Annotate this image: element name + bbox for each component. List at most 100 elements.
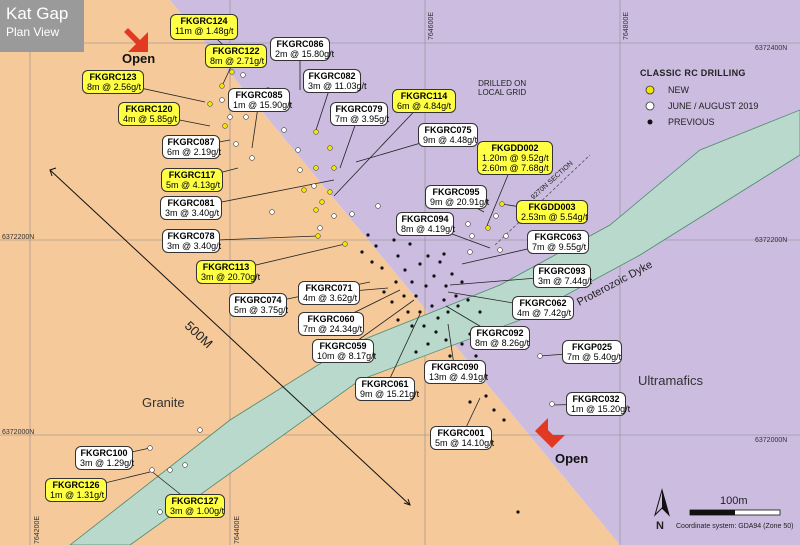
coord-e4: 764800E — [623, 11, 630, 40]
previous-hole — [460, 280, 464, 284]
hole-intercept-2: 2.60m @ 7.68g/t — [482, 163, 549, 173]
previous-hole — [448, 354, 452, 358]
june-august-hole — [493, 213, 499, 219]
previous-hole — [492, 408, 496, 412]
previous-hole — [444, 284, 448, 288]
june-august-hole — [537, 353, 543, 359]
previous-hole — [436, 316, 440, 320]
hole-id: FKGRC075 — [424, 125, 472, 135]
hole-intercept: 3m @ 7.44g/t — [538, 276, 593, 286]
hole-id: FKGRC001 — [437, 428, 485, 438]
previous-hole — [516, 510, 520, 514]
previous-hole — [418, 310, 422, 314]
previous-hole — [474, 354, 478, 358]
hole-intercept: 5m @ 4.13g/t — [166, 180, 221, 190]
hole-intercept: 3m @ 11.03g/t — [308, 81, 367, 91]
ultramafics-label: Ultramafics — [638, 373, 704, 388]
drilled-note: DRILLED ON LOCAL GRID — [478, 79, 526, 97]
june-august-hole — [469, 233, 475, 239]
hole-id: FKGRC079 — [335, 104, 383, 114]
hole-intercept: 2.53m @ 5.54g/t — [521, 212, 588, 222]
scale-bar — [689, 509, 781, 516]
previous-hole — [430, 304, 434, 308]
hole-intercept: 8m @ 2.71g/t — [210, 56, 265, 66]
previous-hole — [380, 266, 384, 270]
hole-id: FKGRC095 — [432, 187, 480, 197]
june-august-hole — [295, 147, 301, 153]
previous-hole — [366, 233, 370, 237]
legend-previous-label: PREVIOUS — [668, 117, 715, 127]
hole-id: FKGRC074 — [234, 295, 282, 305]
hole-intercept: 8m @ 4.19g/t — [401, 224, 456, 234]
hole-id: FKGRC127 — [171, 496, 219, 506]
drill-holes — [147, 69, 555, 515]
hole-id: FKGRC062 — [519, 298, 567, 308]
hole-intercept: 5m @ 14.10g/t — [435, 438, 495, 448]
coord-e2: 764400E — [234, 515, 241, 544]
hole-id: FKGRC120 — [125, 104, 173, 114]
hole-id: FKGRC123 — [89, 72, 137, 82]
previous-hole — [406, 310, 410, 314]
june-august-hole — [167, 467, 173, 473]
june-august-hole — [249, 155, 255, 161]
previous-hole — [370, 260, 374, 264]
hole-intercept: 7m @ 5.40g/t — [567, 352, 622, 362]
previous-hole — [456, 304, 460, 308]
hole-id: FKGRC090 — [431, 362, 479, 372]
open-label-bottom: Open — [555, 451, 589, 466]
june-august-hole — [147, 445, 153, 451]
hole-id: FKGRC081 — [167, 198, 215, 208]
hole-intercept: 1m @ 1.31g/t — [50, 490, 105, 500]
hole-intercept: 4m @ 3.62g/t — [303, 293, 358, 303]
june-august-hole — [331, 213, 337, 219]
previous-hole — [468, 400, 472, 404]
hole-id: FKGRC117 — [168, 170, 216, 180]
hole-intercept: 8m @ 8.26g/t — [475, 338, 530, 348]
coord-n1: 6372400N — [755, 45, 788, 52]
june-august-hole — [269, 209, 275, 215]
hole-id: FKGRC085 — [235, 90, 283, 100]
previous-hole — [408, 242, 412, 246]
coord-e3: 764600E — [428, 11, 435, 40]
coord-n2: 6372200N — [2, 234, 35, 241]
hole-id: FKGRC086 — [276, 39, 324, 49]
legend-new-label: NEW — [668, 85, 689, 95]
new-hole — [207, 101, 213, 107]
june-august-hole — [233, 141, 239, 147]
previous-hole — [424, 284, 428, 288]
leader-line — [333, 100, 425, 197]
june-august-hole — [375, 203, 381, 209]
hole-id: FKGRC063 — [534, 232, 582, 242]
hole-id: FKGRC092 — [476, 328, 524, 338]
june-august-hole — [240, 72, 246, 78]
previous-hole — [484, 394, 488, 398]
new-hole — [313, 207, 319, 213]
hole-id: FKGRC122 — [212, 46, 260, 56]
hole-intercept: 10m @ 8.17g/t — [317, 351, 377, 361]
drilled-note-line2: LOCAL GRID — [478, 88, 527, 97]
new-hole — [315, 233, 321, 239]
previous-hole — [410, 280, 414, 284]
new-hole — [313, 129, 319, 135]
june-august-hole — [349, 211, 355, 217]
hole-id: FKGRC100 — [80, 448, 128, 458]
coord-n2-right: 6372200N — [755, 237, 788, 244]
hole-intercept: 6m @ 4.84g/t — [397, 101, 452, 111]
new-hole — [327, 189, 333, 195]
new-hole — [331, 165, 337, 171]
hole-intercept: 6m @ 2.19g/t — [167, 147, 222, 157]
